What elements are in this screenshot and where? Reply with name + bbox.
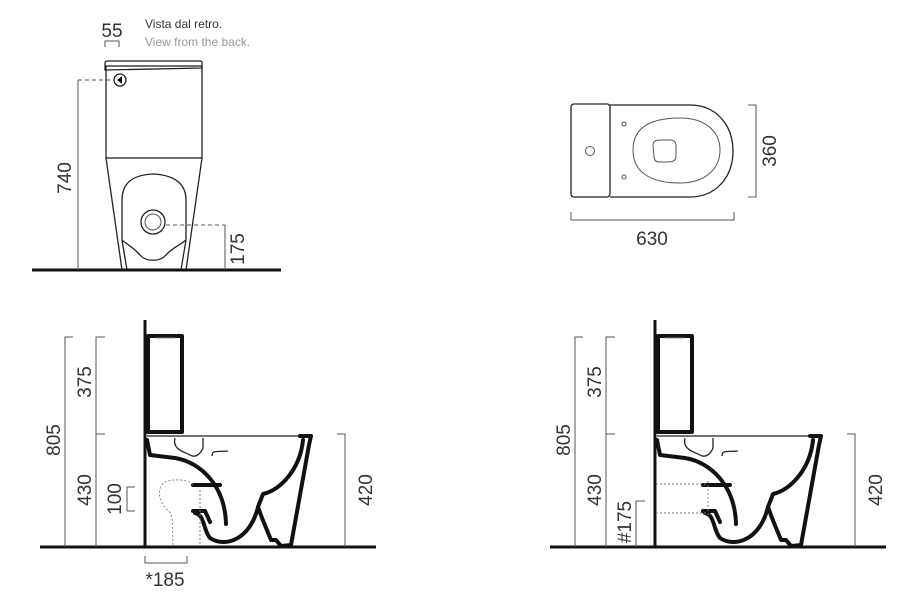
cistern-back: [105, 65, 203, 159]
top-view: 360 630: [570, 103, 781, 250]
caption-english: View from the back.: [145, 35, 250, 49]
outlet-icon: [140, 209, 166, 235]
dim-805: 805: [44, 424, 65, 456]
seat-outline: [632, 117, 721, 184]
side-view-wall-outlet: 805 375 430 #175 420: [550, 318, 887, 549]
dim-420: 420: [866, 474, 887, 506]
dim-55: 55: [101, 21, 122, 42]
caption-italian: Vista dal retro.: [145, 17, 222, 31]
bowl-top: [610, 104, 734, 198]
dim-630: 630: [636, 229, 668, 250]
dim-430: 430: [585, 474, 606, 506]
dim-375: 375: [585, 366, 606, 398]
dim-740: 740: [55, 162, 76, 194]
cistern-top: [570, 103, 611, 198]
dim-100: 100: [105, 483, 126, 515]
dim-360: 360: [760, 135, 781, 167]
dim-430: 430: [75, 474, 96, 506]
side-view-floor-outlet: 805 375 430 100 420 *185: [40, 318, 377, 591]
dim-175: 175: [228, 233, 249, 265]
dim-375: 375: [75, 366, 96, 398]
dim-420: 420: [356, 474, 377, 506]
dim-185: *185: [145, 570, 184, 591]
water-inlet-icon: [113, 73, 127, 87]
dim-175: #175: [615, 501, 636, 543]
back-view: 55 Vista dal retro. View from the back. …: [32, 17, 281, 272]
dim-805: 805: [554, 424, 575, 456]
